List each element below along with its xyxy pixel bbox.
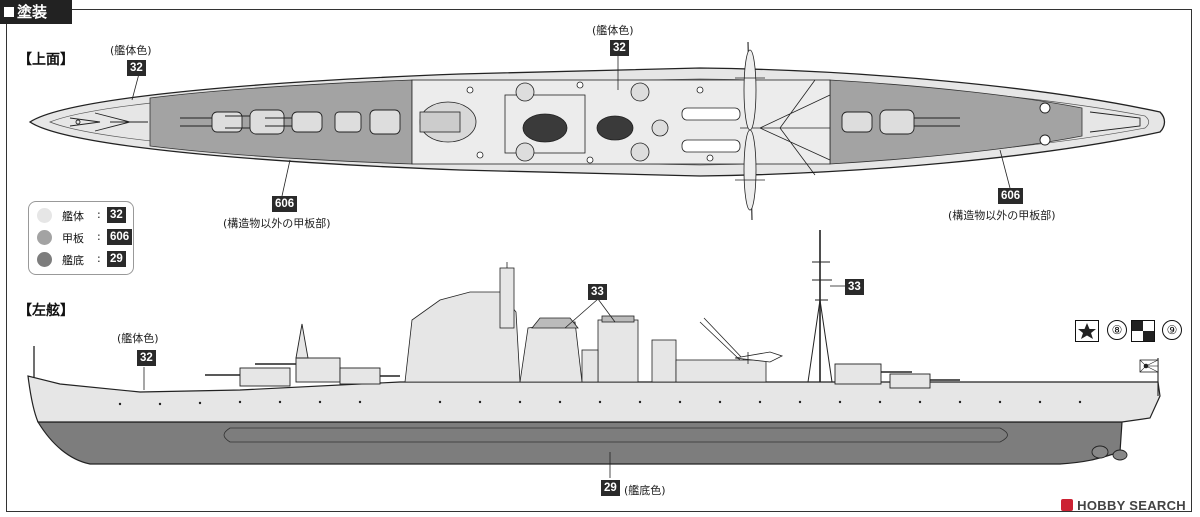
leader-lines	[131, 55, 1011, 478]
top-deck-aft	[829, 79, 1083, 165]
top-aft-turrets	[841, 102, 1141, 146]
ensign-flag	[1139, 358, 1159, 396]
bottom-code: 29	[601, 480, 620, 496]
bottom-caption: (艦底色)	[624, 484, 666, 497]
portholes	[118, 400, 1082, 406]
top-bow-code: 32	[127, 60, 146, 76]
legend-label: 甲板	[62, 232, 84, 245]
legend-label: 艦体	[62, 210, 84, 223]
top-superstructure	[411, 41, 831, 221]
guide-frame	[6, 9, 1192, 512]
side-hull-code: 32	[137, 350, 156, 366]
mast-code: 33	[845, 279, 864, 295]
top-mid-caption: (艦体色)	[592, 24, 634, 37]
decal-ref-9: ⑨	[1162, 320, 1182, 340]
top-forward-turrets	[180, 109, 401, 135]
side-view-label: 【左舷】	[18, 303, 74, 319]
deck-right-caption: (構造物以外の甲板部)	[948, 209, 1056, 222]
side-hull-caption: (艦体色)	[117, 332, 159, 345]
deck-left-caption: (構造物以外の甲板部)	[223, 217, 331, 230]
section-title-text: 塗装	[17, 3, 48, 21]
hobby-search-logo-icon	[1061, 499, 1074, 511]
legend-code: 32	[107, 207, 126, 223]
decal-ref-8: ⑧	[1107, 320, 1127, 340]
legend-code: 606	[107, 229, 133, 245]
top-view-label: 【上面】	[18, 52, 74, 68]
checker-flag-icon	[1131, 320, 1155, 342]
side-forward-turrets	[205, 323, 400, 387]
legend-row-hull: 艦体 : 32	[37, 207, 133, 225]
section-title: 塗装	[0, 0, 72, 24]
deck-left-code: 606	[272, 196, 298, 212]
side-view-ship	[27, 230, 1161, 465]
legend-row-bottom: 艦底 : 29	[37, 251, 133, 269]
side-main-mast	[807, 230, 833, 383]
side-superstructure	[404, 262, 784, 383]
top-mid-code: 32	[610, 40, 629, 56]
funnel-code: 33	[588, 284, 607, 300]
star-flag-icon	[1075, 320, 1099, 342]
legend-code: 29	[107, 251, 126, 267]
bottom-swatch	[37, 252, 52, 267]
hull-swatch	[37, 208, 52, 223]
color-legend: 艦体 : 32 甲板 : 606 艦底 : 29	[28, 201, 134, 275]
top-view-ship	[28, 41, 1166, 221]
legend-label: 艦底	[62, 254, 84, 267]
watermark-text: HOBBY SEARCH	[1077, 498, 1186, 513]
legend-row-deck: 甲板 : 606	[37, 229, 133, 247]
top-bow-caption: (艦体色)	[110, 44, 152, 57]
deck-swatch	[37, 230, 52, 245]
side-aft-turrets	[834, 363, 960, 389]
deck-right-code: 606	[998, 188, 1024, 204]
hobby-search-watermark: HOBBY SEARCH	[1061, 498, 1186, 513]
side-hull-upper	[27, 375, 1161, 423]
square-bullet-icon	[4, 6, 14, 17]
